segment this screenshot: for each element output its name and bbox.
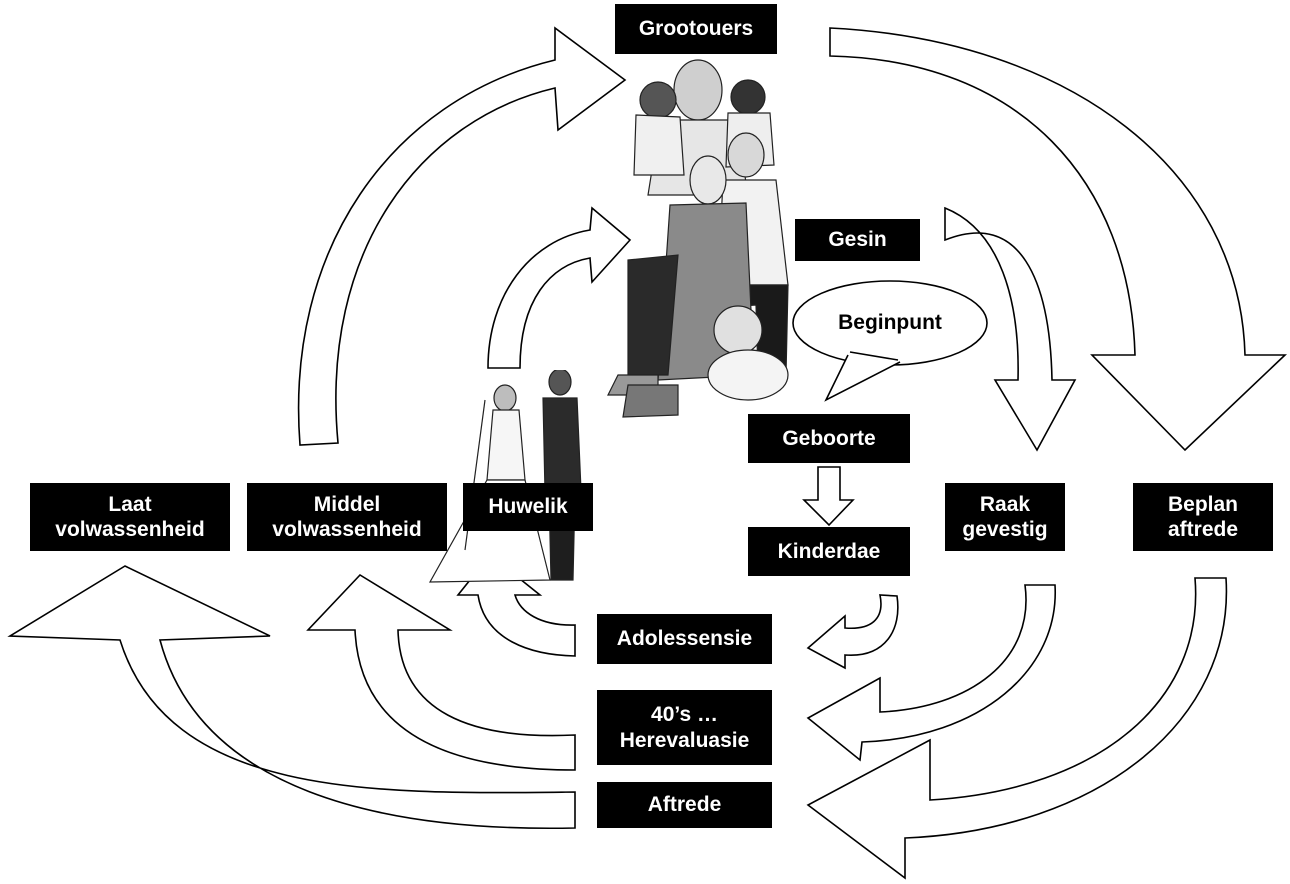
label-middel-volwassenheid: Middel volwassenheid [247,483,447,551]
kinderdae-text: Kinderdae [777,539,881,563]
label-beplan-aftrede: Beplan aftrede [1133,483,1273,551]
geboorte-text: Geboorte [782,426,876,450]
label-kinderdae: Kinderdae [748,527,910,576]
arrow-aftrede-to-laat [7,565,576,830]
label-beginpunt: Beginpunt [820,305,960,341]
label-geboorte: Geboorte [748,414,910,463]
arrow-grootouers-to-beplan [829,27,1288,452]
beginpunt-text: Beginpunt [838,311,942,334]
raak-line-2: gevestig [962,518,1048,541]
adolessensie-text: Adolessensie [616,627,753,651]
label-laat-volwassenheid: Laat volwassenheid [30,483,230,551]
label-adolessensie: Adolessensie [597,614,772,664]
middel-line-1: Middel [313,492,381,516]
label-gesin: Gesin [795,219,920,261]
gesin-text: Gesin [828,228,887,252]
arrow-raak-to-herevaluasie [806,584,1056,762]
herevaluasie-line-1: 40’s … [651,703,718,727]
arrow-kinderdae-to-adolessensie [806,594,899,670]
wedding-illustration [428,370,582,583]
arrow-geboorte-to-kinderdae [802,466,855,527]
beplan-line-1: Beplan [1167,492,1238,516]
label-herevaluasie: 40’s … Herevaluasie [597,690,772,765]
label-aftrede: Aftrede [597,782,772,828]
grootouers-text: Grootouers [638,17,754,41]
raak-line-1: Raak [979,492,1031,516]
herevaluasie-line-2: Herevaluasie [619,728,750,752]
label-grootouers: Grootouers [615,4,777,54]
arrow-middel-to-grootouers [297,26,627,446]
label-huwelik: Huwelik [463,483,593,531]
arrow-herevaluasie-to-middel [306,573,576,771]
family-illustration [607,59,789,418]
arrow-beplan-to-aftrede [806,577,1228,880]
beplan-line-2: aftrede [1167,518,1239,541]
arrow-gesin-to-raak [944,206,1077,452]
laat-line-1: Laat [108,492,152,516]
huwelik-text: Huwelik [488,495,568,519]
laat-line-2: volwassenheid [55,518,205,541]
arrow-huwelik-to-gesin [487,206,632,369]
middel-line-2: volwassenheid [272,518,422,541]
aftrede-text: Aftrede [647,793,722,817]
beginpunt-bubble-tail [824,354,901,402]
label-raak-gevestig: Raak gevestig [945,483,1065,551]
